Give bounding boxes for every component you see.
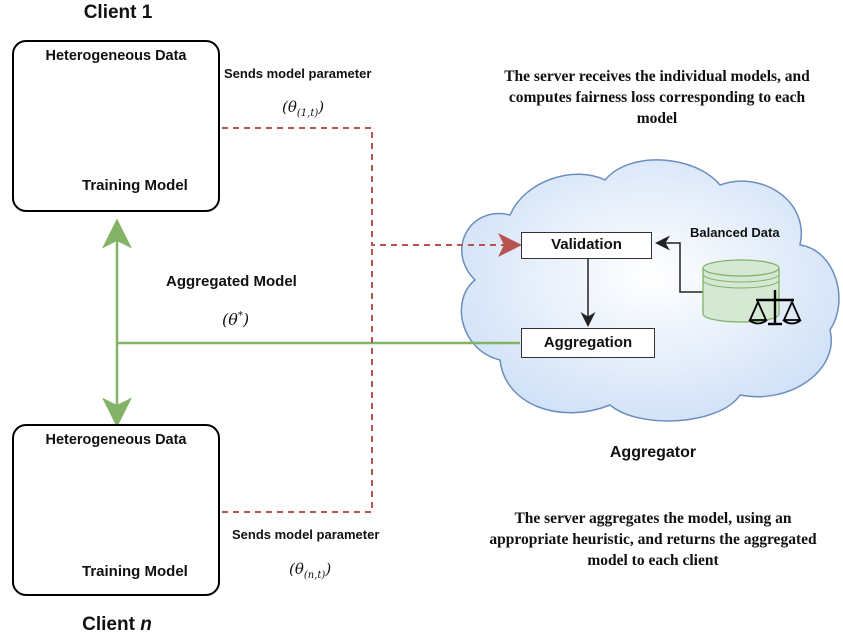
aggregated-model-label: Aggregated Model [166,273,297,290]
clientn-box: Heterogeneous Data Training Model [12,424,220,596]
clientn-title: Client n [62,614,172,636]
theta-symbol: θ [228,310,238,329]
client1-model-label: Training Model [82,177,188,194]
theta-symbol: θ [287,98,297,116]
aggregation-node: Aggregation [521,328,655,358]
balanced-data-label: Balanced Data [690,225,780,240]
client1-title: Client 1 [83,2,153,23]
client1-box: Heterogeneous Data Training Model [12,40,220,212]
validation-node: Validation [521,232,652,259]
server-aggregate-note: The server aggregates the model, using a… [489,510,817,569]
clientn-title-n: n [140,614,152,635]
clientn-parameter: (θ(n,t)) [289,560,332,581]
theta-symbol: θ [294,560,304,578]
clientn-sends-label: Sends model parameter [232,527,380,542]
aggregator-label: Aggregator [599,441,707,464]
clientn-title-prefix: Client [82,614,141,635]
client1-parameter: (θ(1,t)) [282,98,325,119]
aggregated-sup: * [237,310,243,322]
clientn-model-label: Training Model [82,563,188,580]
aggregator-cloud [460,159,840,422]
client1-param-sub: (1,t) [296,108,319,119]
aggregated-parameter: (θ*) [222,310,250,329]
scale-icon [748,290,802,326]
client1-sends-label: Sends model parameter [224,66,372,81]
clientn-param-sub: (n,t) [303,570,326,581]
clientn-data-label: Heterogeneous Data [45,432,187,448]
client1-data-label: Heterogeneous Data [45,48,187,64]
balanced-database-icon [702,259,780,323]
server-receive-note: The server receives the individual model… [504,68,810,127]
clientn-parameter-path [222,245,373,513]
balanced-to-validation-arrow [655,235,703,293]
